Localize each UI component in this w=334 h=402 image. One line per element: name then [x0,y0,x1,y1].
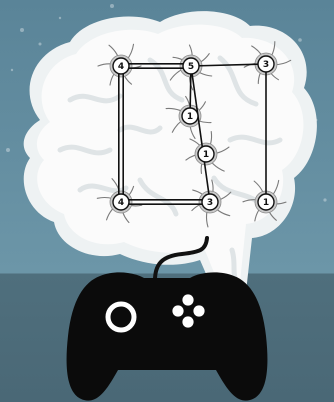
island-value: 1 [263,198,269,208]
island-value: 3 [207,198,213,208]
island-value: 4 [118,198,124,208]
face-button-top[interactable] [182,294,193,305]
island-node[interactable]: 1 [182,108,198,124]
island-node[interactable]: 4 [113,58,129,74]
island-value: 3 [263,60,269,70]
island-value: 1 [187,112,193,122]
island-value: 5 [188,62,194,72]
island-node[interactable]: 3 [202,194,218,210]
island-node[interactable]: 1 [198,146,214,162]
island-node[interactable]: 1 [258,194,274,210]
face-button-right[interactable] [193,305,204,316]
island-value: 4 [118,62,124,72]
face-button-bottom[interactable] [182,316,193,327]
island-node[interactable]: 5 [183,58,199,74]
face-button-left[interactable] [172,305,183,316]
island-value: 1 [203,150,209,160]
island-node[interactable]: 4 [113,194,129,210]
island-node[interactable]: 3 [258,56,274,72]
